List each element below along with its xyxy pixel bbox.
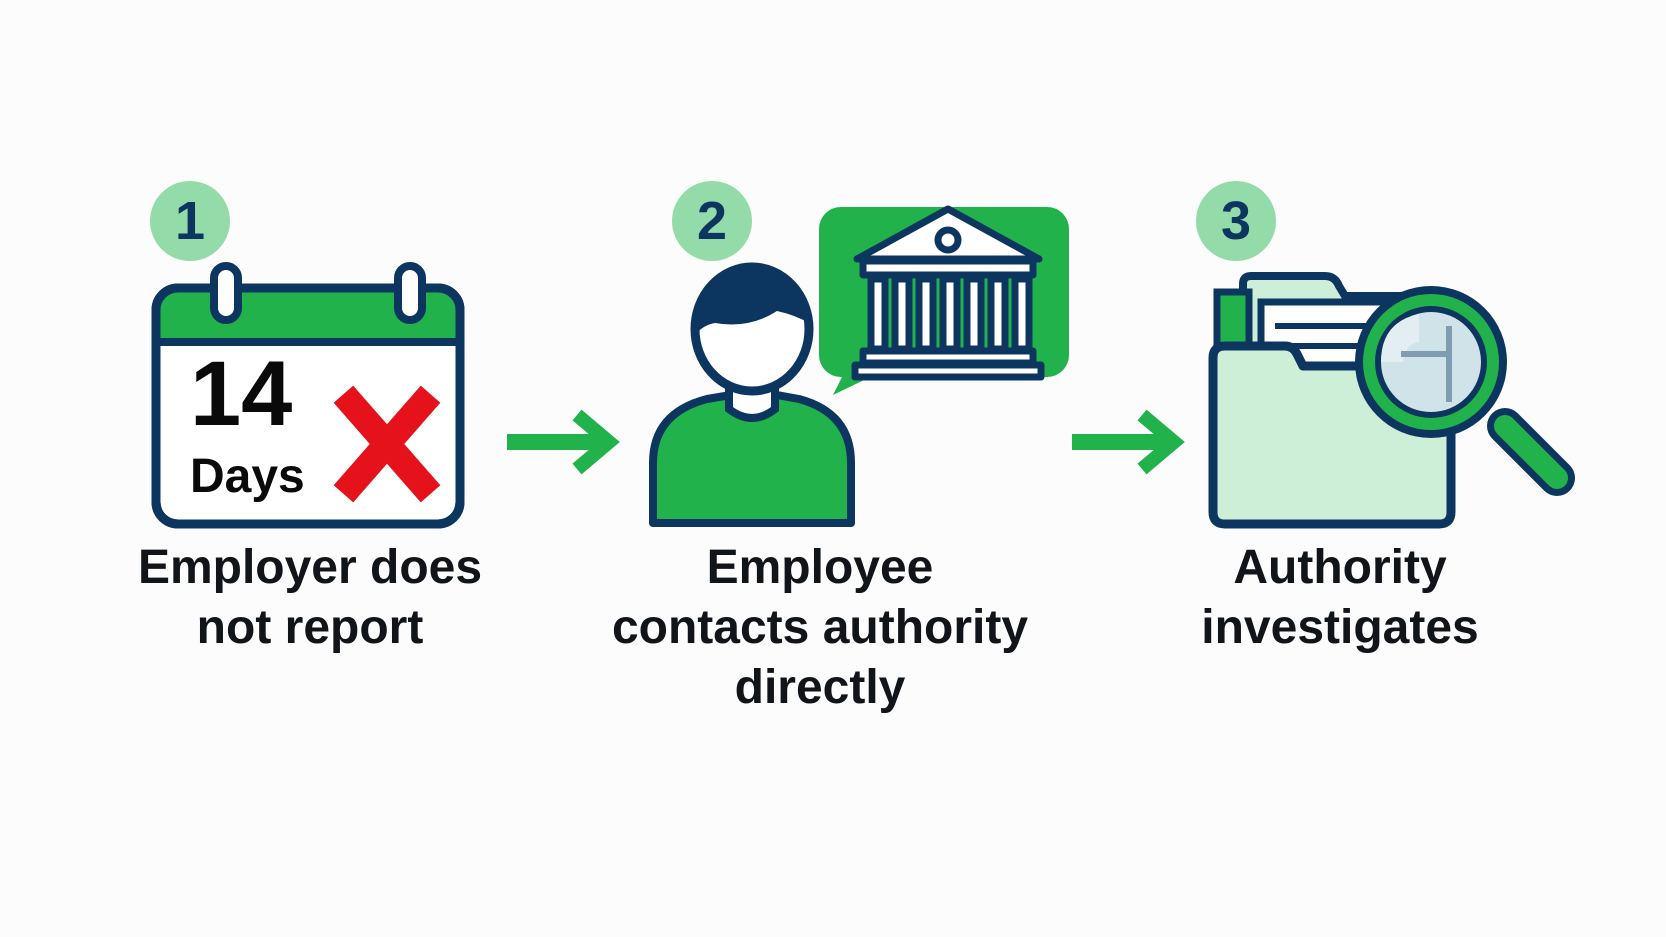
building-icon: [851, 205, 1045, 381]
arrow-right-icon: [1072, 409, 1185, 475]
red-x-icon: [333, 385, 441, 503]
caption-line: Employee: [706, 541, 934, 594]
arrow-right-icon: [507, 409, 620, 475]
step-1-caption: Employer does not report: [90, 538, 530, 658]
employee-speech-authority-icon: [649, 205, 1069, 527]
caption-line: Authority: [1233, 541, 1447, 594]
calendar-days-label: Days: [190, 450, 305, 503]
caption-line: contacts authority: [611, 601, 1029, 654]
caption-line: investigates: [1201, 601, 1479, 654]
person-icon: [649, 262, 855, 527]
step-3-caption: Authority investigates: [1140, 538, 1540, 658]
calendar-days-number: 14: [190, 343, 292, 445]
step-3-number-badge: 3: [1196, 181, 1276, 261]
step-2-number-badge: 2: [672, 181, 752, 261]
caption-line: Employer does: [137, 541, 483, 594]
folder-magnifier-icon: [1208, 272, 1575, 529]
caption-line: not report: [196, 601, 424, 654]
caption-line: directly: [734, 661, 906, 714]
step-1-number-badge: 1: [150, 181, 230, 261]
step-2-caption: Employee contacts authority directly: [580, 538, 1060, 718]
magnifier-icon: [1355, 286, 1575, 496]
calendar-icon: 14 Days: [151, 262, 465, 529]
